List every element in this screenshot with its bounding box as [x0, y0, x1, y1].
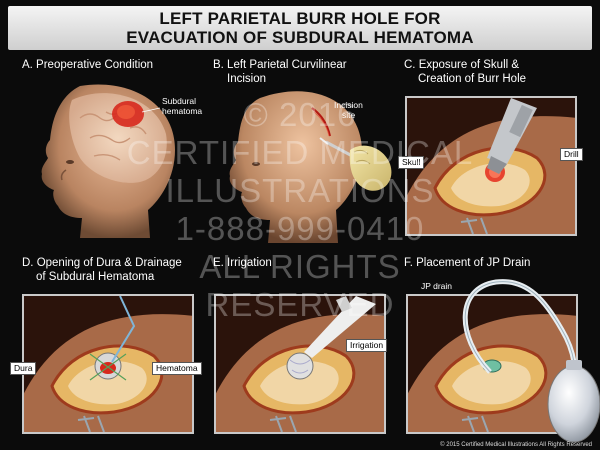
- panel-c-label: C. Exposure of Skull & Creation of Burr …: [404, 59, 527, 85]
- dura-callout: Dura: [10, 362, 37, 375]
- panel-a-head-illustration: [41, 84, 175, 238]
- drill-callout: Drill: [560, 148, 583, 161]
- title-line-1: LEFT PARIETAL BURR HOLE FOR: [159, 9, 441, 28]
- panel-c-surgical-field: [407, 98, 575, 234]
- panel-c-frame: [405, 96, 577, 236]
- hematoma-callout: Hematoma: [152, 362, 202, 375]
- jp-drain-bulb-illustration: [462, 279, 600, 443]
- panel-b-head-illustration: [229, 91, 392, 243]
- subdural-hematoma-callout: Subdural hematoma: [162, 96, 203, 116]
- panel-b-label: B. Left Parietal Curvilinear Incision: [213, 59, 347, 85]
- panel-f-label: F. Placement of JP Drain: [404, 257, 531, 269]
- panel-a-label: A. Preoperative Condition: [22, 59, 154, 71]
- title-banner: LEFT PARIETAL BURR HOLE FOR EVACUATION O…: [8, 6, 592, 50]
- panel-d-frame: [22, 294, 194, 434]
- panel-e-frame: [214, 294, 386, 434]
- incision-site-callout: Incision site: [334, 100, 363, 120]
- copyright-footer: © 2015 Certified Medical Illustrations A…: [440, 442, 592, 448]
- panel-d-label: D. Opening of Dura & Drainage of Subdura…: [22, 257, 182, 283]
- panel-e-surgical-field: [216, 296, 384, 432]
- irrigation-callout: Irrigation: [346, 339, 388, 352]
- jp-drain-callout: JP drain: [421, 281, 453, 291]
- skull-callout: Skull: [398, 156, 425, 169]
- panel-d-surgical-field: [24, 296, 192, 432]
- title-line-2: EVACUATION OF SUBDURAL HEMATOMA: [126, 28, 474, 47]
- panel-e-label: E. Irrigation: [213, 257, 272, 269]
